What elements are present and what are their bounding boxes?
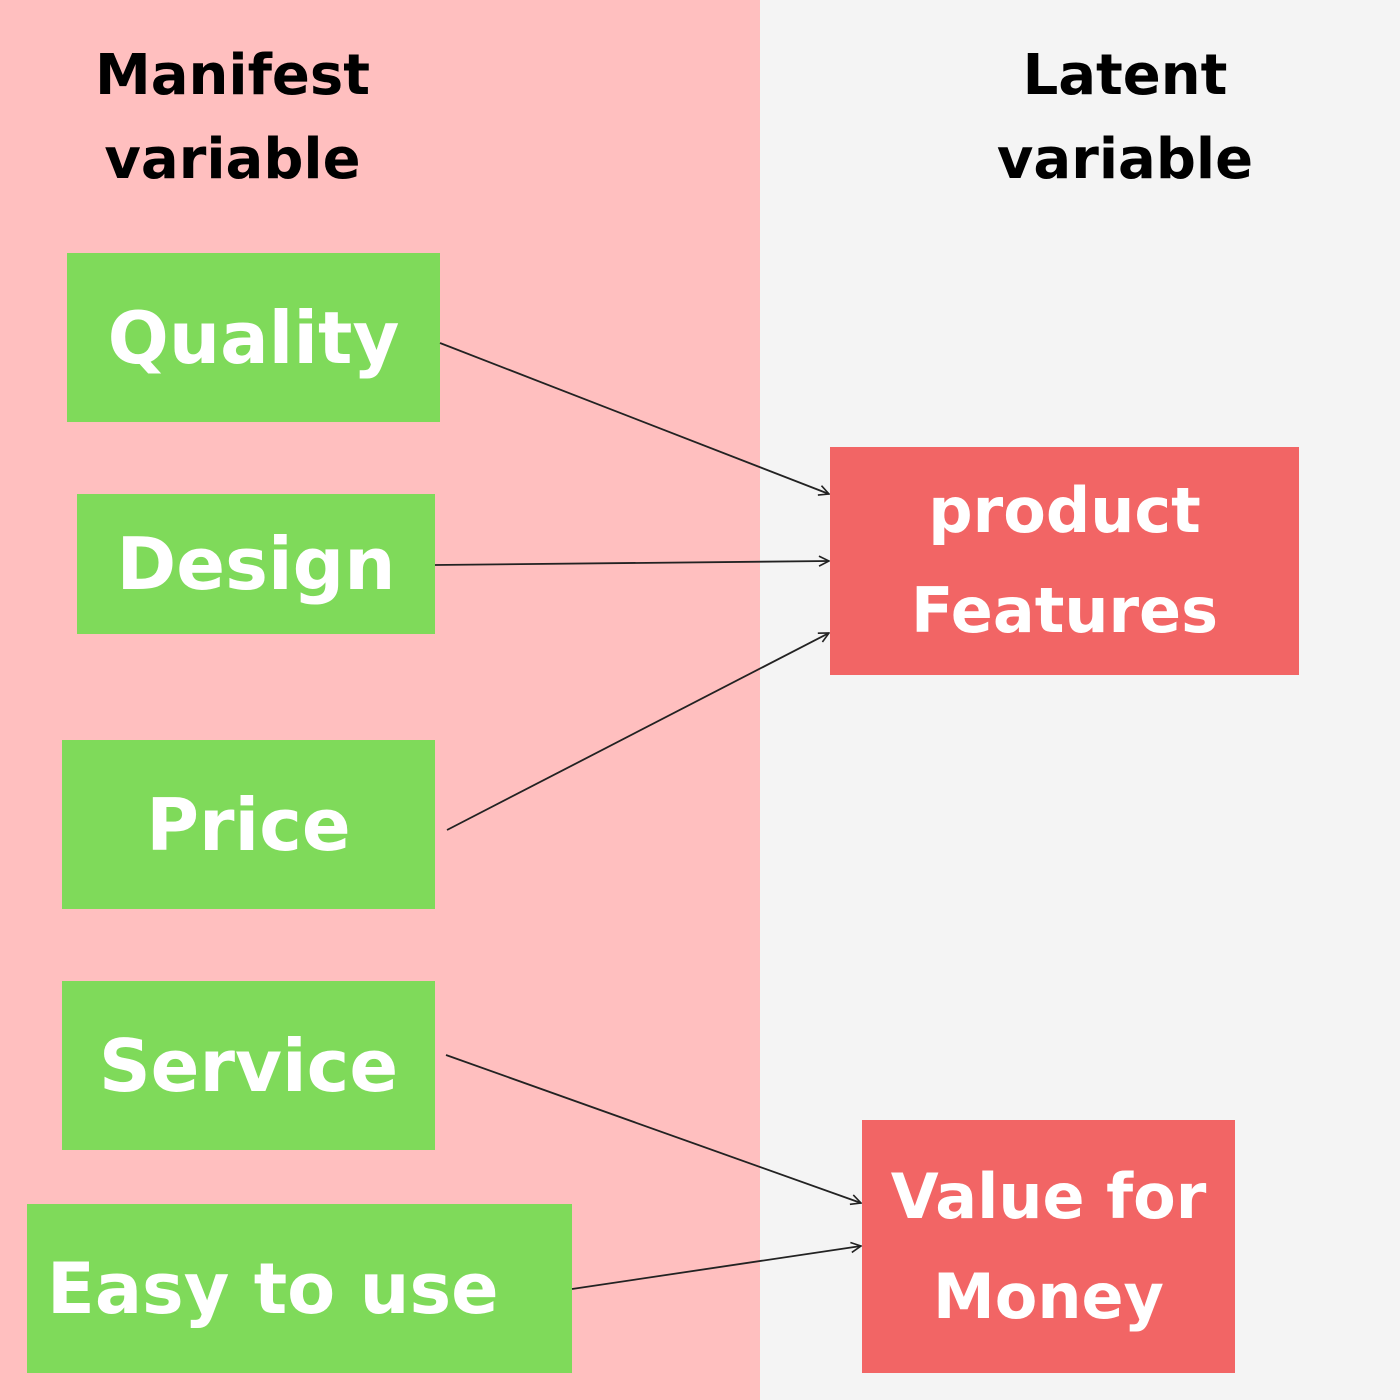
service-label: Service — [98, 1023, 399, 1108]
arrow-price-to-product-features — [446, 633, 829, 831]
easy-to-use-box: Easy to use — [27, 1204, 572, 1373]
value-for-money-box: Value for Money — [862, 1120, 1235, 1373]
design-box: Design — [77, 494, 435, 634]
arrow-easy-to-use-to-value-for-money — [571, 1246, 861, 1290]
service-box: Service — [62, 981, 435, 1150]
design-label: Design — [116, 522, 396, 606]
quality-label: Quality — [107, 295, 400, 380]
easy-to-use-label: Easy to use — [47, 1247, 499, 1330]
product-features-line-1: product — [928, 474, 1201, 547]
value-for-money-line-1: Value for — [890, 1159, 1207, 1233]
manifest-heading-line-2: variable — [104, 127, 361, 192]
arrow-service-to-value-for-money — [445, 1054, 861, 1203]
arrow-design-to-product-features — [434, 561, 829, 565]
arrow-quality-to-product-features — [439, 342, 829, 494]
manifest-panel — [0, 0, 760, 1400]
price-label: Price — [146, 782, 351, 867]
latent-heading-line-1: Latent — [1022, 43, 1228, 108]
latent-variable-heading: Latent variable — [975, 34, 1275, 202]
quality-box: Quality — [67, 253, 440, 422]
manifest-variable-heading: Manifest variable — [60, 34, 405, 202]
product-features-box: product Features — [830, 447, 1299, 675]
product-features-line-2: Features — [910, 574, 1219, 647]
value-for-money-line-2: Money — [933, 1259, 1164, 1333]
price-box: Price — [62, 740, 435, 909]
latent-heading-line-2: variable — [996, 127, 1254, 192]
manifest-heading-line-1: Manifest — [94, 43, 371, 108]
